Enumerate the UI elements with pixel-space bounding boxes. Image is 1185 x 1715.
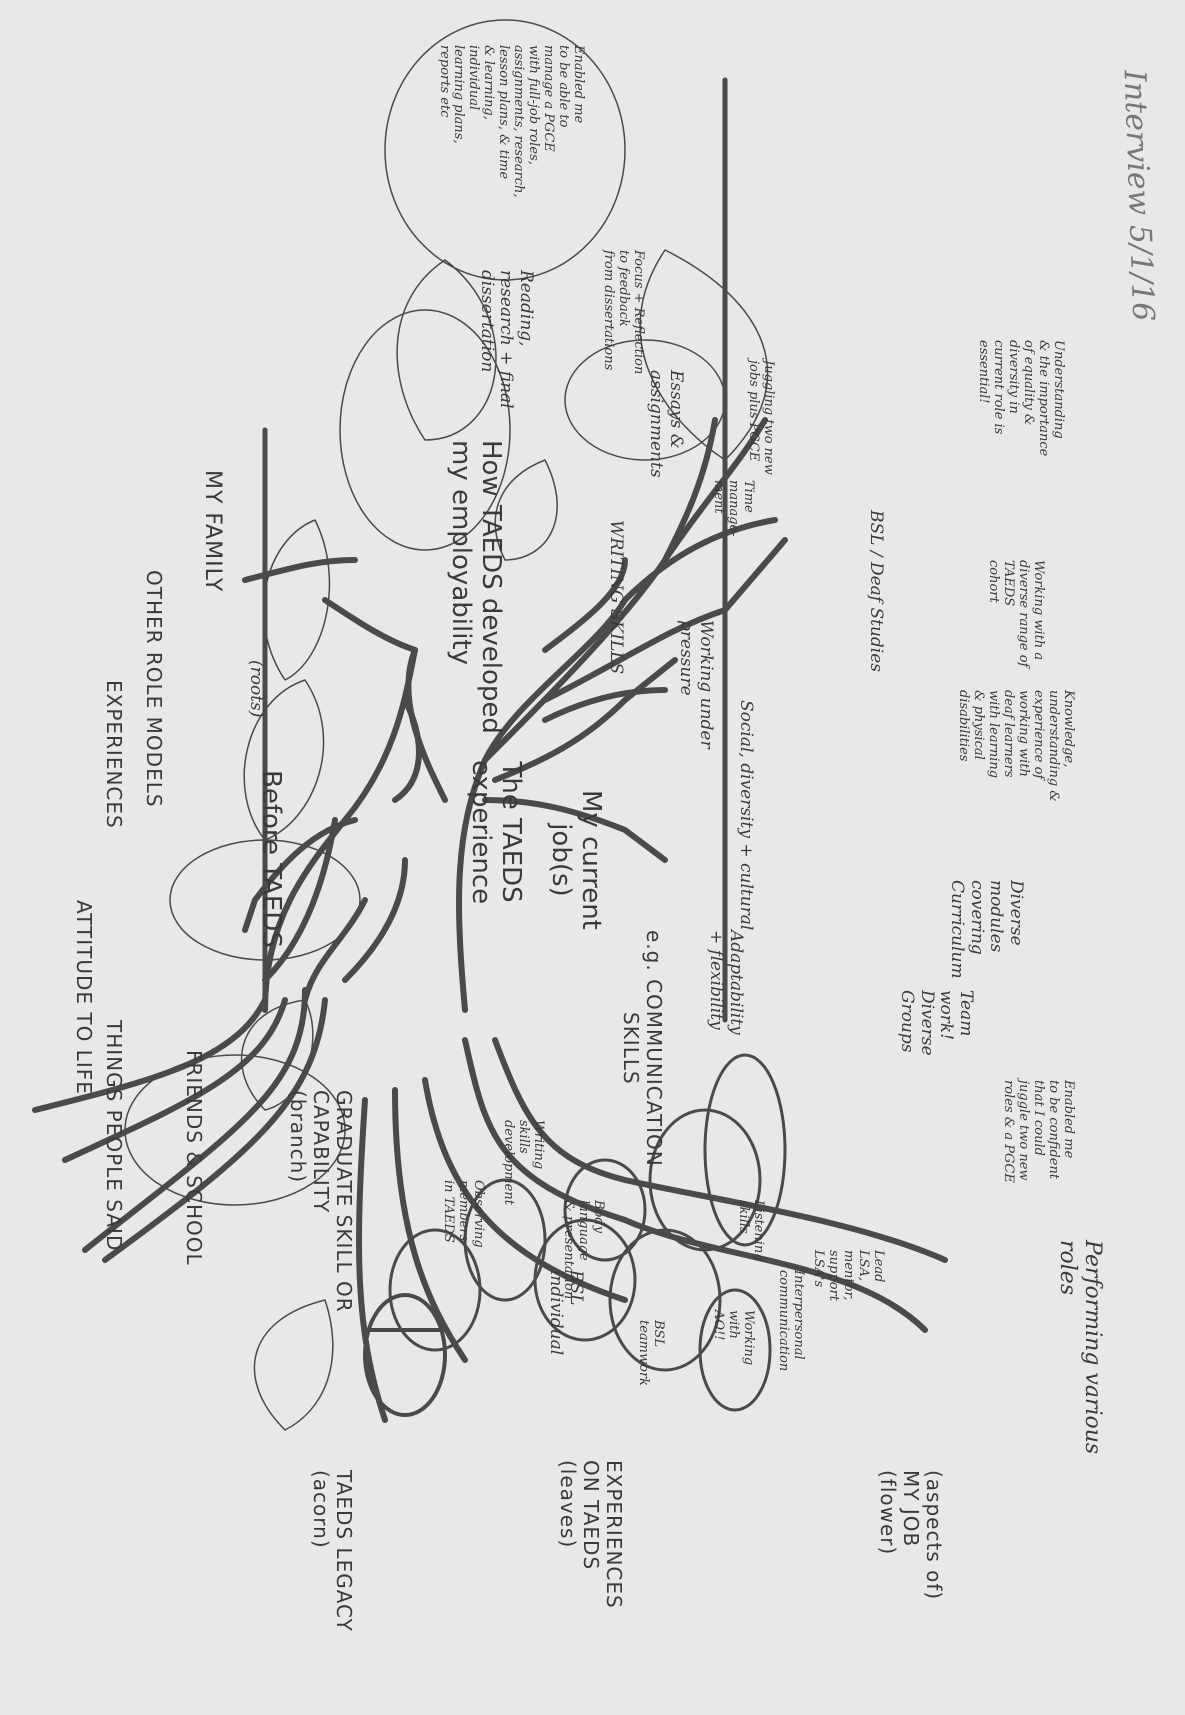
leaf-essays: Essays & assignments — [646, 370, 685, 478]
leaf-juggling-jobs: Juggling two new jobs plus PGCE — [745, 360, 775, 475]
acorn-outline — [365, 1295, 445, 1415]
leaf-bsl-teamwork: BSL teamwork — [635, 1320, 665, 1386]
leaf-listening: Listening skills — [735, 1200, 765, 1262]
leaf-team-work: Team work! Diverse Groups — [897, 990, 975, 1056]
leaf-reading-research: Reading, research + final dissertation — [476, 270, 535, 409]
root-attitude: ATTITUDE TO LIFE — [72, 900, 95, 1095]
leaf-time-management: Time manage- ment — [710, 480, 755, 537]
leaf-enabled-pgce: Enabled me to be able to manage a PGCE w… — [436, 45, 585, 245]
root-family: MY FAMILY — [200, 470, 225, 592]
leaf-diverse-cohort: Working with a diverse range of TAEDS co… — [985, 560, 1045, 667]
leaf-understanding-equality: Understanding & the importance of equali… — [975, 340, 1065, 520]
leaf-observing: Observing members in TAEDS — [440, 1180, 485, 1248]
legend-experiences: EXPERIENCES ON TAEDS (leaves) — [556, 1460, 625, 1609]
branch-adaptability: Adaptability + flexibility — [706, 930, 745, 1035]
leaf-deaf-learners: Knowledge, understanding & experience of… — [956, 690, 1076, 860]
legend-aspects: (aspects of) MY JOB (flower) — [876, 1470, 945, 1600]
leaf-interpersonal: Interpersonal communication — [775, 1270, 805, 1371]
roots — [35, 990, 945, 1420]
legend-legacy: TAEDS LEGACY (acorn) — [309, 1470, 355, 1632]
leaf-performing-roles: Performing various roles — [1054, 1240, 1105, 1454]
branch-social: Social, diversity + cultural — [735, 700, 755, 930]
root-experiences: EXPERIENCES — [102, 680, 125, 829]
branch-pressure: Working under pressure — [676, 620, 715, 749]
section-experience: The TAEDS experience — [465, 760, 525, 904]
root-things-said: THINGS PEOPLE SAID — [102, 1020, 125, 1251]
section-employability: How TAEDS developed my employability — [445, 440, 505, 734]
leaf-diverse-modules: Diverse modules covering Curriculum — [947, 880, 1025, 979]
date-note: Interview 5/1/16 — [1116, 69, 1159, 321]
leaf-writing-dev: Writing skills development — [500, 1120, 545, 1205]
root-roots-note: (roots) — [245, 660, 265, 717]
branch-writing-skills: WRITING SKILLS — [605, 520, 625, 674]
leaf-working-ao: Working with AO!! — [710, 1310, 755, 1365]
root-friends: FRIENDS & SCHOOL — [182, 1050, 205, 1266]
leaf-bsl-deaf-studies: BSL / Deaf Studies — [865, 510, 885, 672]
flower-lead-lsa: Lead LSA, mentor, support LSA's — [810, 1250, 885, 1301]
current-job-label: My current job(s) — [545, 790, 605, 930]
root-role-models: OTHER ROLE MODELS — [142, 570, 165, 808]
communication-skills-label: e.g. COMMUNICATION SKILLS — [619, 930, 665, 1167]
legend-skill: GRADUATE SKILL OR CAPABILITY (branch) — [286, 1090, 355, 1313]
leaf-focus-reflection: Focus + Reflection to feedback from diss… — [600, 250, 645, 374]
leaf-bsl-individual: BSL individual — [546, 1270, 585, 1355]
section-before: Before TAEDS — [255, 770, 285, 948]
